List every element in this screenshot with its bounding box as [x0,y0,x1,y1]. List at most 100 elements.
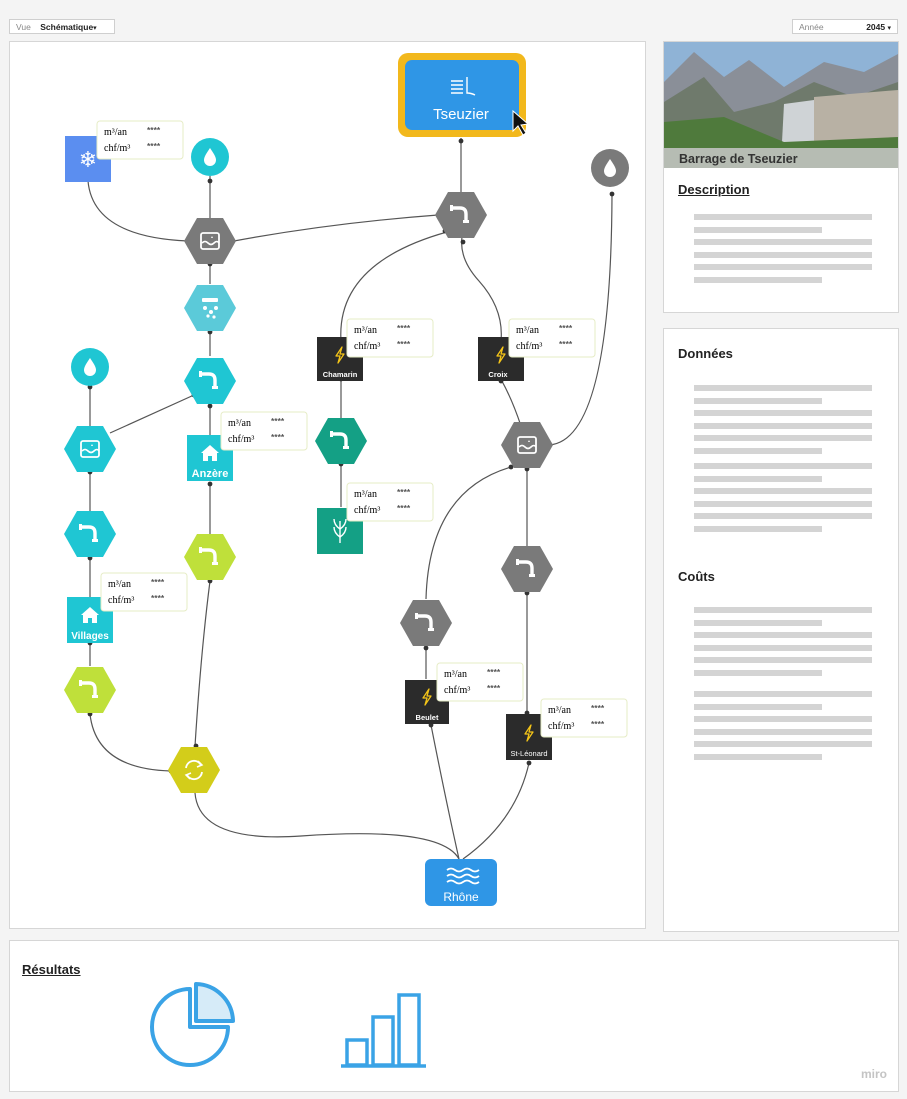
svg-text:****: **** [397,487,411,497]
metric-box-chamarin: m³/an chf/m³ **** **** [346,318,434,358]
svg-text:****: **** [151,577,165,587]
svg-text:m³/an: m³/an [548,705,571,716]
svg-text:****: **** [147,125,161,135]
year-value: 2045 [866,22,886,32]
metric-box-snow: m³/an chf/m³ **** **** [96,120,184,160]
connectors [87,138,613,860]
river-node-rhone[interactable]: Rhône [425,859,497,906]
metric-box-agriculture: m³/an chf/m³ **** **** [346,482,434,522]
view-value: Schématique [40,22,94,32]
dam-label: Tseuzier [433,106,489,123]
metric-box-anzere: m³/an chf/m³ **** **** [220,411,308,451]
dam-icon [451,77,476,96]
miro-watermark: miro [860,1067,887,1081]
dam-node-tseuzier[interactable]: Tseuzier [398,53,530,137]
svg-text:****: **** [591,719,605,729]
reservoir-node-top[interactable] [184,218,236,264]
wheat-icon [333,518,347,543]
year-selector[interactable]: Année 2045 ▾ [792,19,898,34]
svg-text:m³/an: m³/an [516,325,539,336]
treatment-icon [202,298,218,319]
plant-label-st-leonard: St-Léonard [510,749,547,758]
svg-text:chf/m³: chf/m³ [516,341,542,352]
svg-text:m³/an: m³/an [444,669,467,680]
year-chevron-icon: ▾ [887,25,891,32]
recycle-icon [184,759,204,781]
photo-caption: Barrage de Tseuzier [679,152,798,166]
metric-box-croix: m³/an chf/m³ **** **** [508,318,596,358]
svg-text:m³/an: m³/an [354,325,377,336]
river-label: Rhône [443,890,479,904]
drop-node-1[interactable] [191,138,229,176]
svg-text:****: **** [397,339,411,349]
metric-box-beulet: m³/an chf/m³ **** **** [436,662,524,702]
svg-text:****: **** [487,667,501,677]
description-panel: Barrage de Tseuzier Description [663,41,899,313]
data-placeholder-lines-2 [694,463,872,538]
year-label: Année [799,22,824,32]
plant-label-beulet: Beulet [416,713,439,722]
results-title: Résultats [22,962,81,977]
agriculture-node[interactable] [317,508,363,554]
cursor-icon [512,109,530,136]
pipe-node-beulet[interactable] [400,600,452,646]
network-diagram: Tseuzier ❄ [64,53,629,906]
costs-placeholder-lines [694,607,872,682]
reservoir-node-right[interactable] [501,422,553,468]
description-placeholder-lines [694,214,872,289]
town-label-anzere: Anzère [192,468,229,480]
svg-text:m³/an: m³/an [104,127,127,138]
svg-text:****: **** [397,503,411,513]
description-title: Description [678,182,750,197]
pipe-node-right-mid[interactable] [501,546,553,592]
dam-photo: Barrage de Tseuzier [664,42,898,168]
svg-text:****: **** [271,416,285,426]
svg-text:m³/an: m³/an [354,489,377,500]
pipe-node-lime-right[interactable] [184,534,236,580]
svg-text:chf/m³: chf/m³ [104,143,130,154]
pipe-node-top-right[interactable] [435,192,487,238]
diagram-panel: Tseuzier ❄ [9,41,646,929]
data-placeholder-lines [694,385,872,460]
pipe-node-villages[interactable] [64,511,116,557]
recycle-node[interactable] [168,747,220,793]
view-label: Vue [16,22,31,32]
svg-text:****: **** [151,593,165,603]
drop-node-2[interactable] [591,149,629,187]
plant-label-croix: Croix [488,370,508,379]
view-chevron-icon: ▾ [93,25,97,32]
svg-text:****: **** [591,703,605,713]
svg-text:chf/m³: chf/m³ [548,721,574,732]
plant-label-chamarin: Chamarin [323,370,358,379]
svg-text:****: **** [271,432,285,442]
svg-text:****: **** [559,323,573,333]
metric-box-villages: m³/an chf/m³ **** **** [100,572,188,612]
costs-title: Coûts [678,569,715,584]
svg-text:****: **** [147,141,161,151]
drop-node-3[interactable] [71,348,109,386]
pie-chart-icon[interactable] [144,981,236,1073]
costs-placeholder-lines-2 [694,691,872,766]
metric-box-st-leonard: m³/an chf/m³ **** **** [540,698,628,738]
svg-text:chf/m³: chf/m³ [228,434,254,445]
treatment-node[interactable] [184,285,236,331]
snowflake-icon: ❄ [79,147,97,172]
svg-text:****: **** [397,323,411,333]
pipe-node-anzere[interactable] [184,358,236,404]
svg-text:chf/m³: chf/m³ [444,685,470,696]
svg-text:****: **** [559,339,573,349]
town-label-villages: Villages [71,631,109,642]
svg-text:chf/m³: chf/m³ [354,505,380,516]
data-title: Données [678,346,733,361]
reservoir-node-left[interactable] [64,426,116,472]
results-panel: Résultats [9,940,899,1092]
svg-text:chf/m³: chf/m³ [354,341,380,352]
pipe-node-green[interactable] [315,418,367,464]
data-panel: Données Coûts [663,328,899,932]
pipe-node-lime-left[interactable] [64,667,116,713]
svg-text:chf/m³: chf/m³ [108,595,134,606]
view-selector[interactable]: Vue Schématique▾ [9,19,115,34]
bar-chart-icon[interactable] [340,989,430,1071]
svg-text:m³/an: m³/an [228,418,251,429]
svg-text:****: **** [487,683,501,693]
